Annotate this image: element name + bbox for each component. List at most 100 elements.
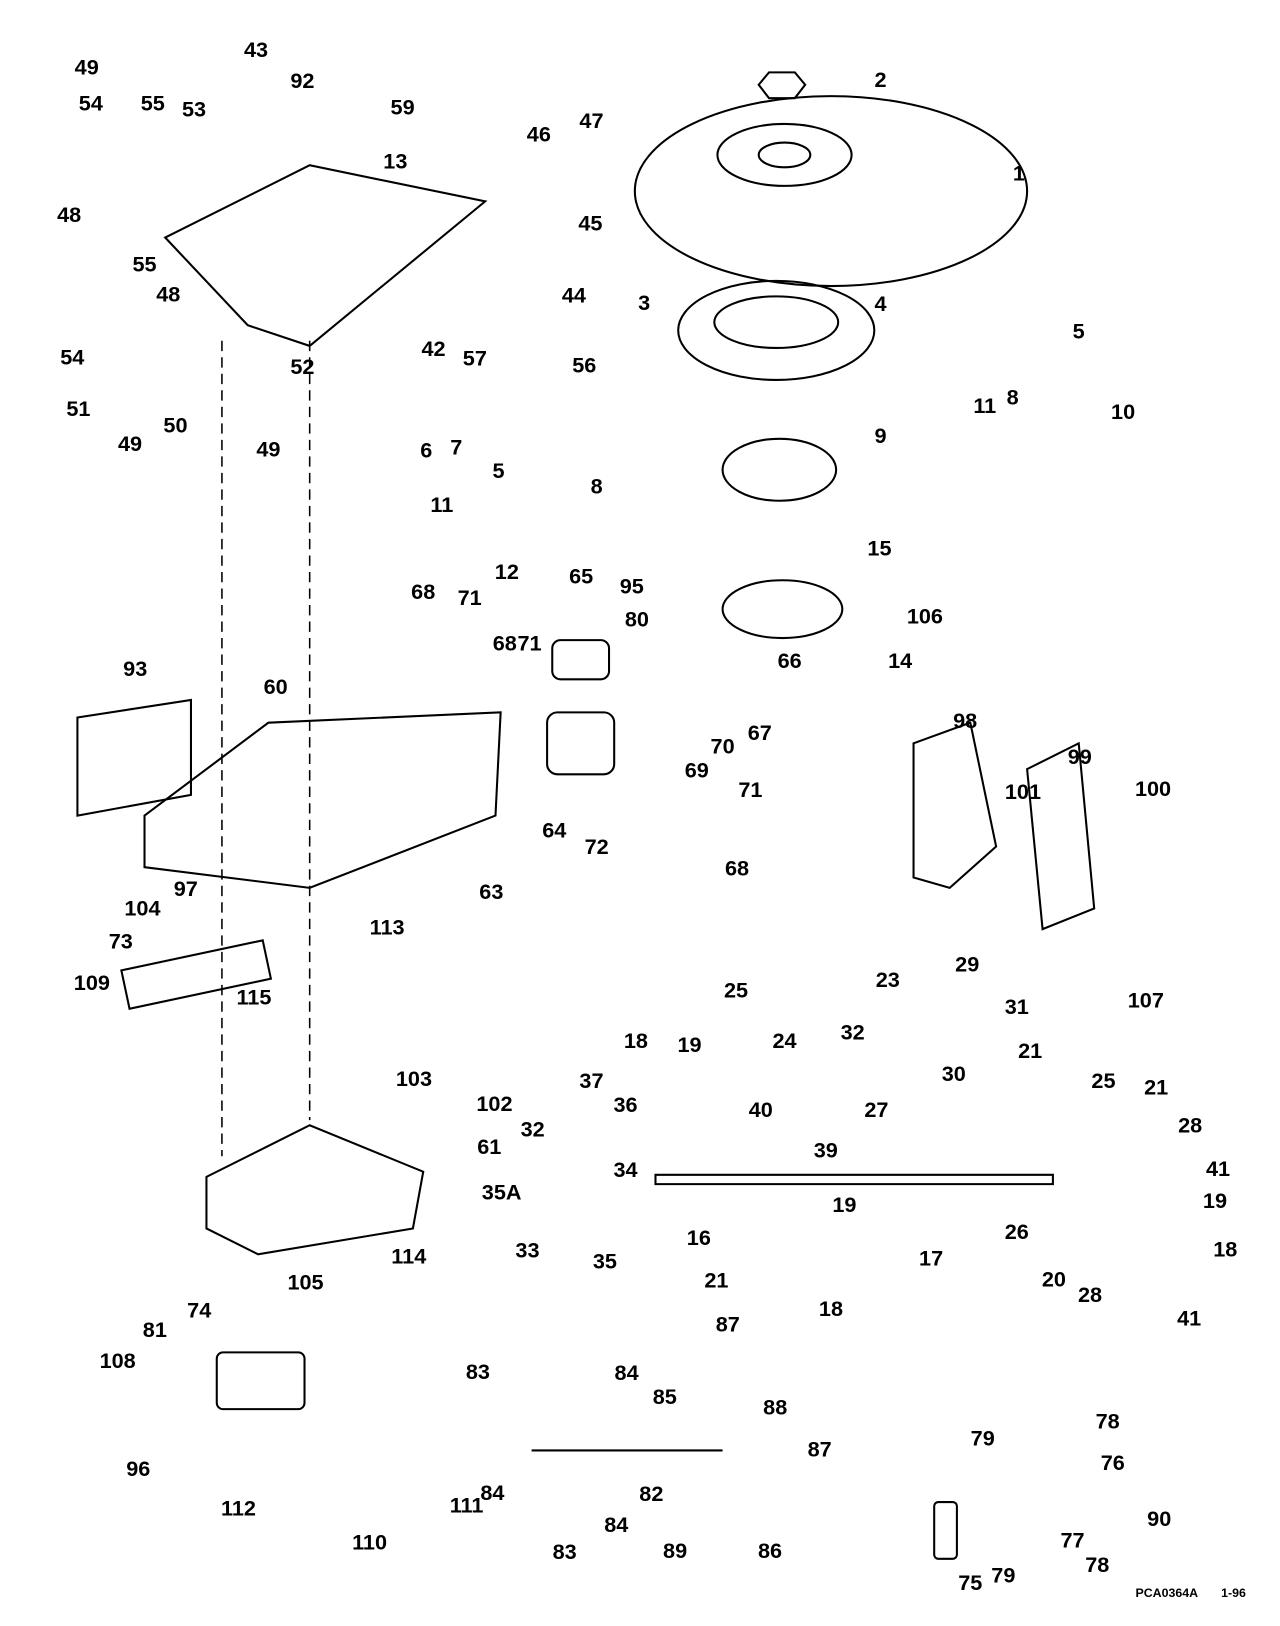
part-label: 45: [578, 210, 602, 235]
retaining-ring: [721, 579, 844, 640]
wiring-harness: [654, 1173, 1054, 1186]
part-label: 18: [819, 1296, 843, 1321]
part-label: 4: [874, 291, 886, 316]
part-label: 77: [1060, 1527, 1084, 1552]
part-label: 19: [832, 1192, 856, 1217]
part-label: 11: [430, 492, 453, 517]
part-label: 79: [971, 1425, 995, 1450]
part-label: 50: [163, 413, 187, 438]
part-label: 55: [132, 252, 156, 277]
part-label: 53: [182, 97, 206, 122]
part-label: 32: [521, 1117, 545, 1142]
part-label: 39: [814, 1137, 838, 1162]
part-label: 99: [1068, 744, 1092, 769]
starter-solenoid: [546, 711, 616, 776]
part-label: 68: [411, 579, 435, 604]
decal: [76, 698, 192, 817]
part-label: 106: [907, 604, 943, 629]
part-label: 64: [542, 817, 566, 842]
part-label: 66: [778, 648, 802, 673]
part-label: 83: [553, 1539, 577, 1564]
part-label: 24: [772, 1028, 796, 1053]
part-label: 87: [716, 1312, 740, 1337]
part-label: 27: [864, 1097, 888, 1122]
part-label: 6: [420, 437, 432, 462]
part-label: 112: [221, 1495, 256, 1520]
part-label: 90: [1147, 1506, 1171, 1531]
part-label: 34: [614, 1157, 638, 1182]
part-label: 110: [352, 1530, 387, 1555]
part-label: 109: [74, 970, 110, 995]
part-label: 84: [615, 1360, 639, 1385]
part-label: 8: [591, 474, 603, 499]
part-label: 25: [1091, 1068, 1115, 1093]
part-label: 7: [450, 434, 462, 459]
part-label: 93: [123, 656, 147, 681]
part-label: 2: [874, 67, 886, 92]
flywheel-hub: [716, 122, 853, 187]
part-label: 76: [1101, 1450, 1125, 1475]
part-label: 115: [236, 984, 271, 1009]
key-switch: [933, 1500, 958, 1560]
part-label: 21: [1018, 1038, 1042, 1063]
part-label: 26: [1005, 1219, 1029, 1244]
part-label: 80: [625, 607, 649, 632]
part-label: 47: [579, 108, 603, 133]
part-label: 30: [942, 1061, 966, 1086]
part-label: 59: [391, 95, 415, 120]
part-label: 35A: [482, 1180, 522, 1205]
part-label: 8: [1007, 385, 1019, 410]
part-label: 61: [477, 1134, 501, 1159]
part-label: 35: [593, 1249, 617, 1274]
date-code: 1-96: [1221, 1586, 1246, 1600]
part-label: 5: [493, 458, 505, 483]
part-label: 12: [495, 559, 519, 584]
part-label: 68: [493, 630, 517, 655]
part-label: 9: [874, 423, 886, 448]
part-label: 114: [391, 1244, 426, 1269]
part-label: 65: [569, 563, 593, 588]
ignition-coil: [215, 1351, 306, 1411]
stator-inner: [713, 295, 840, 349]
part-label: 23: [876, 967, 900, 992]
part-label: 107: [1128, 988, 1164, 1013]
part-label: 37: [579, 1068, 603, 1093]
part-label: 21: [704, 1267, 728, 1292]
part-label: 70: [711, 734, 735, 759]
part-label: 40: [749, 1097, 773, 1122]
part-label: 104: [124, 896, 160, 921]
part-label: 72: [585, 834, 609, 859]
part-label: 48: [156, 282, 180, 307]
part-label: 69: [685, 757, 709, 782]
part-label: 29: [955, 951, 979, 976]
part-label: 5: [1073, 319, 1085, 344]
part-label: 55: [141, 91, 165, 116]
part-label: 19: [678, 1032, 702, 1057]
part-label: 14: [888, 648, 912, 673]
part-label: 57: [463, 346, 487, 371]
part-label: 33: [515, 1237, 539, 1262]
part-label: 67: [748, 720, 772, 745]
part-label: 52: [290, 354, 314, 379]
part-label: 1: [1013, 161, 1025, 186]
part-label: 71: [518, 630, 542, 655]
part-label: 111: [450, 1492, 484, 1517]
part-label: 28: [1078, 1282, 1102, 1307]
part-label: 63: [479, 879, 503, 904]
part-label: 78: [1096, 1409, 1120, 1434]
part-label: 13: [383, 148, 407, 173]
flywheel-center: [757, 141, 812, 169]
part-label: 105: [287, 1269, 323, 1294]
part-label: 18: [624, 1028, 648, 1053]
part-label: 49: [118, 431, 142, 456]
part-label: 78: [1085, 1552, 1109, 1577]
part-label: 41: [1177, 1306, 1201, 1331]
flywheel: [633, 95, 1029, 288]
part-label: 54: [60, 344, 84, 369]
part-label: 56: [572, 353, 596, 378]
part-label: 19: [1203, 1188, 1227, 1213]
part-label: 51: [66, 396, 90, 421]
part-label: 32: [841, 1020, 865, 1045]
